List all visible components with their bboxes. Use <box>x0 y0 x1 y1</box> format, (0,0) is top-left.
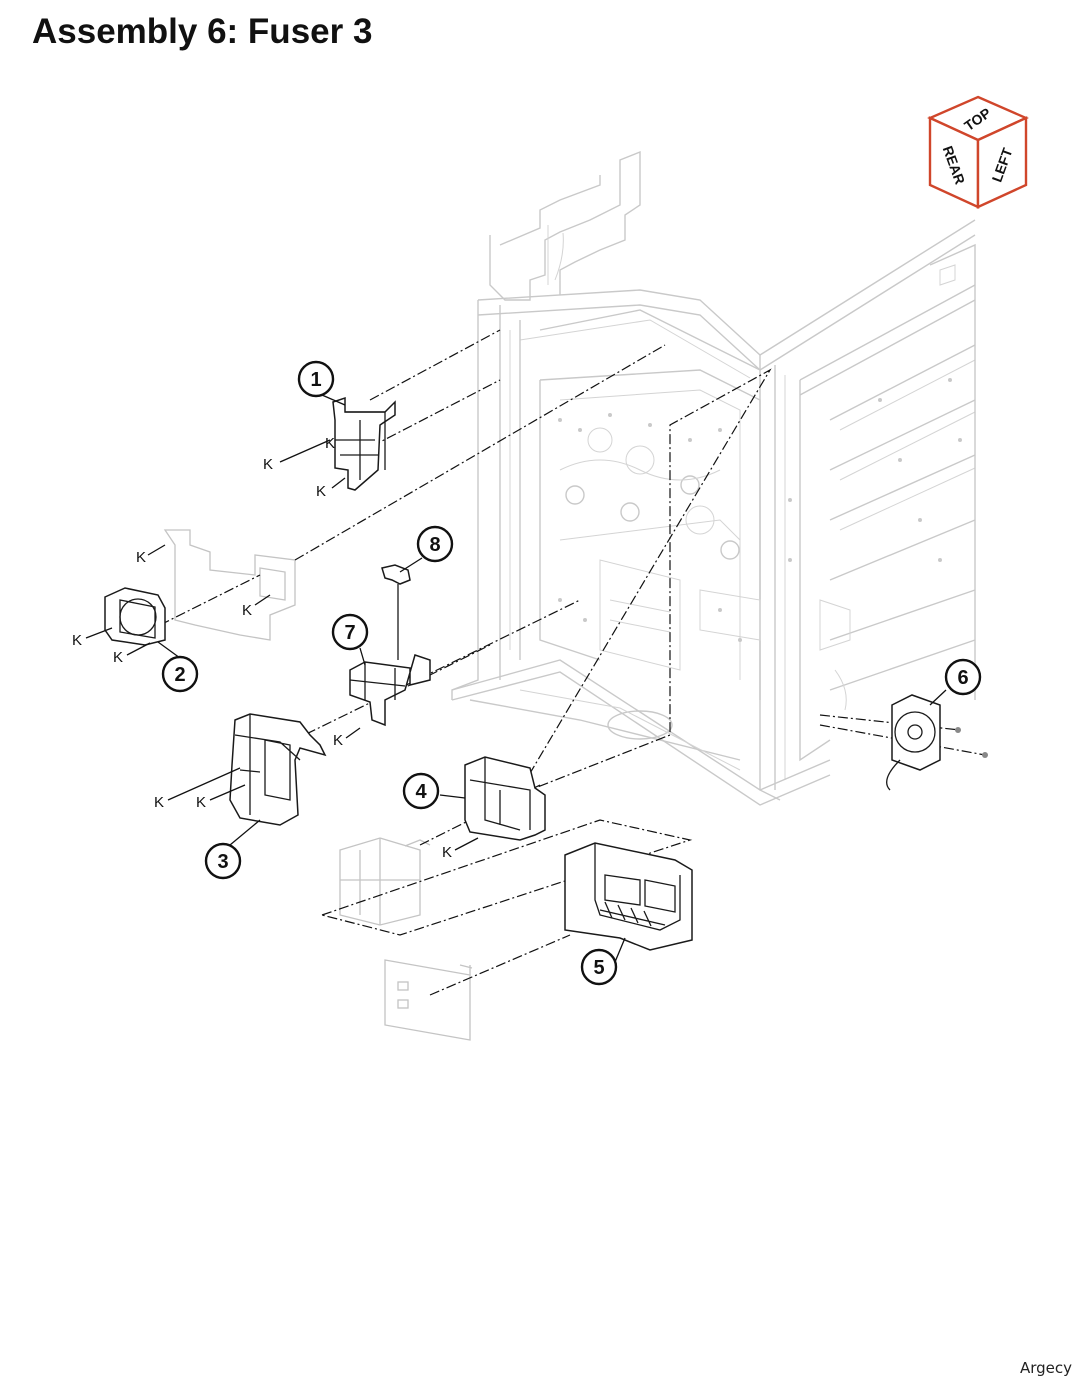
fastener-k-label: K <box>442 844 452 861</box>
fastener-labels: K K K K K K K K K K K <box>72 435 479 861</box>
fastener-k-label: K <box>72 632 82 649</box>
callout-4: 4 <box>402 772 440 810</box>
callout-2: 2 <box>161 655 199 693</box>
callout-5: 5 <box>580 948 618 986</box>
callout-6-label: 6 <box>957 667 968 689</box>
fastener-k-label: K <box>316 483 326 500</box>
callout-7: 7 <box>331 613 369 651</box>
callout-1: 1 <box>297 360 335 398</box>
callout-1-label: 1 <box>310 369 321 391</box>
callout-2-label: 2 <box>174 664 185 686</box>
callout-8-label: 8 <box>429 534 440 556</box>
fastener-k-label: K <box>113 649 123 666</box>
fastener-k-label: K <box>154 794 164 811</box>
callout-6: 6 <box>944 658 982 696</box>
part-3-duct-assembly <box>229 713 327 826</box>
part-1-bracket <box>332 396 396 491</box>
fastener-k-label: K <box>136 549 146 566</box>
callout-3-label: 3 <box>217 851 228 873</box>
part-4-duct-frame <box>464 756 546 841</box>
part-2-fan-frame <box>104 587 166 646</box>
part-8-sensor <box>381 564 411 660</box>
callout-5-label: 5 <box>593 957 604 979</box>
callout-leaders <box>157 394 947 963</box>
fastener-k-label: K <box>325 435 335 452</box>
orientation-cube: TOP REAR LEFT <box>927 95 1029 209</box>
watermark: Argecy <box>1019 1359 1072 1377</box>
page-title: Assembly 6: Fuser 3 <box>32 12 373 51</box>
callout-4-label: 4 <box>415 781 427 803</box>
ghost-cover-panel <box>384 959 473 1041</box>
fastener-k-label: K <box>242 602 252 619</box>
fastener-k-label: K <box>196 794 206 811</box>
callout-8: 8 <box>416 525 454 563</box>
callout-7-label: 7 <box>344 622 355 644</box>
part-6-fan <box>886 694 988 791</box>
ghost-bracket-plate <box>163 529 296 641</box>
part-7-bracket <box>349 654 431 727</box>
fastener-k-label: K <box>263 456 273 473</box>
part-5-air-guide <box>564 842 693 951</box>
ghost-duct-box <box>339 837 431 926</box>
printer-frame <box>451 150 976 806</box>
callout-3: 3 <box>204 842 242 880</box>
fastener-k-label: K <box>333 732 343 749</box>
